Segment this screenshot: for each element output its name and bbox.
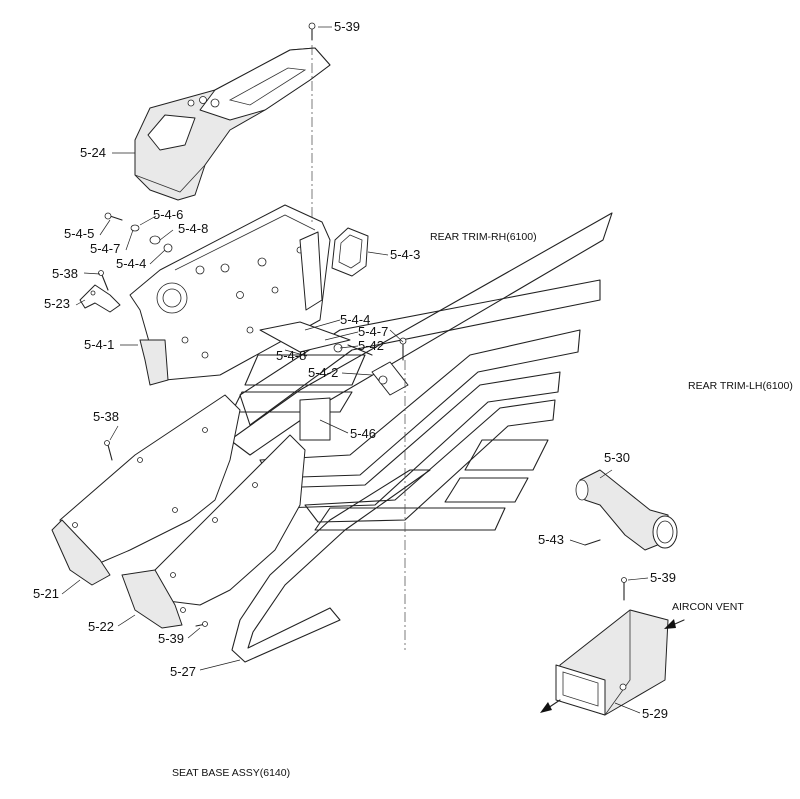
label-5-38-top: 5-38 [52,266,78,281]
label-5-4-1: 5-4-1 [84,337,114,352]
part-5-27-strap [231,469,431,663]
part-5-4-2-plate [259,321,409,441]
label-5-29: 5-29 [642,706,668,721]
label-5-4-4-left: 5-4-4 [116,256,146,271]
callout-aircon-vent: AIRCON VENT [672,601,744,613]
label-5-43: 5-43 [538,532,564,547]
label-5-38-bottom: 5-38 [93,409,119,424]
label-5-22: 5-22 [88,619,114,634]
callout-rear-trim-lh: REAR TRIM-LH(6100) [688,380,793,392]
leader-lines [61,26,649,714]
label-5-4-4-right: 5-4-4 [340,312,370,327]
part-5-23-bracket [79,284,121,313]
callout-rear-trim-rh: REAR TRIM-RH(6100) [430,231,537,243]
rear-trim-lh-panel [239,279,601,426]
callout-labels: REAR TRIM-RH(6100) REAR TRIM-LH(6100) AI… [172,231,793,779]
airflow-arrows [540,619,685,713]
label-5-42: 5-42 [358,338,384,353]
label-5-4-6: 5-4-6 [153,207,183,222]
label-5-4-2: 5-4-2 [308,365,338,380]
part-5-24-console-cover [134,47,331,201]
label-5-27: 5-27 [170,664,196,679]
label-5-39-mid: 5-39 [158,631,184,646]
label-5-4-8-right: 5-4-8 [276,348,306,363]
label-5-39-top: 5-39 [334,19,360,34]
part-5-29-vent [555,577,669,716]
part-5-30-duct [575,469,678,551]
hardware-bottom [104,440,208,627]
callout-seat-base-assy: SEAT BASE ASSY(6140) [172,767,290,779]
part-5-22-side-panel [121,434,306,629]
label-5-30: 5-30 [604,450,630,465]
label-5-4-3: 5-4-3 [390,247,420,262]
label-5-24: 5-24 [80,145,106,160]
part-5-4-3-gasket [331,227,369,277]
part-labels: 5-39 5-24 5-4-6 5-4-8 5-4-5 5-4-7 5-4-4 … [33,19,676,721]
label-5-21: 5-21 [33,586,59,601]
label-5-23: 5-23 [44,296,70,311]
label-5-4-5: 5-4-5 [64,226,94,241]
label-5-4-7-right: 5-4-7 [358,324,388,339]
label-5-4-7-left: 5-4-7 [90,241,120,256]
rear-trim-rh-panel [229,212,613,456]
label-5-39-right: 5-39 [650,570,676,585]
label-5-4-8-top: 5-4-8 [178,221,208,236]
part-5-21-side-panel [51,394,241,586]
label-5-46: 5-46 [350,426,376,441]
